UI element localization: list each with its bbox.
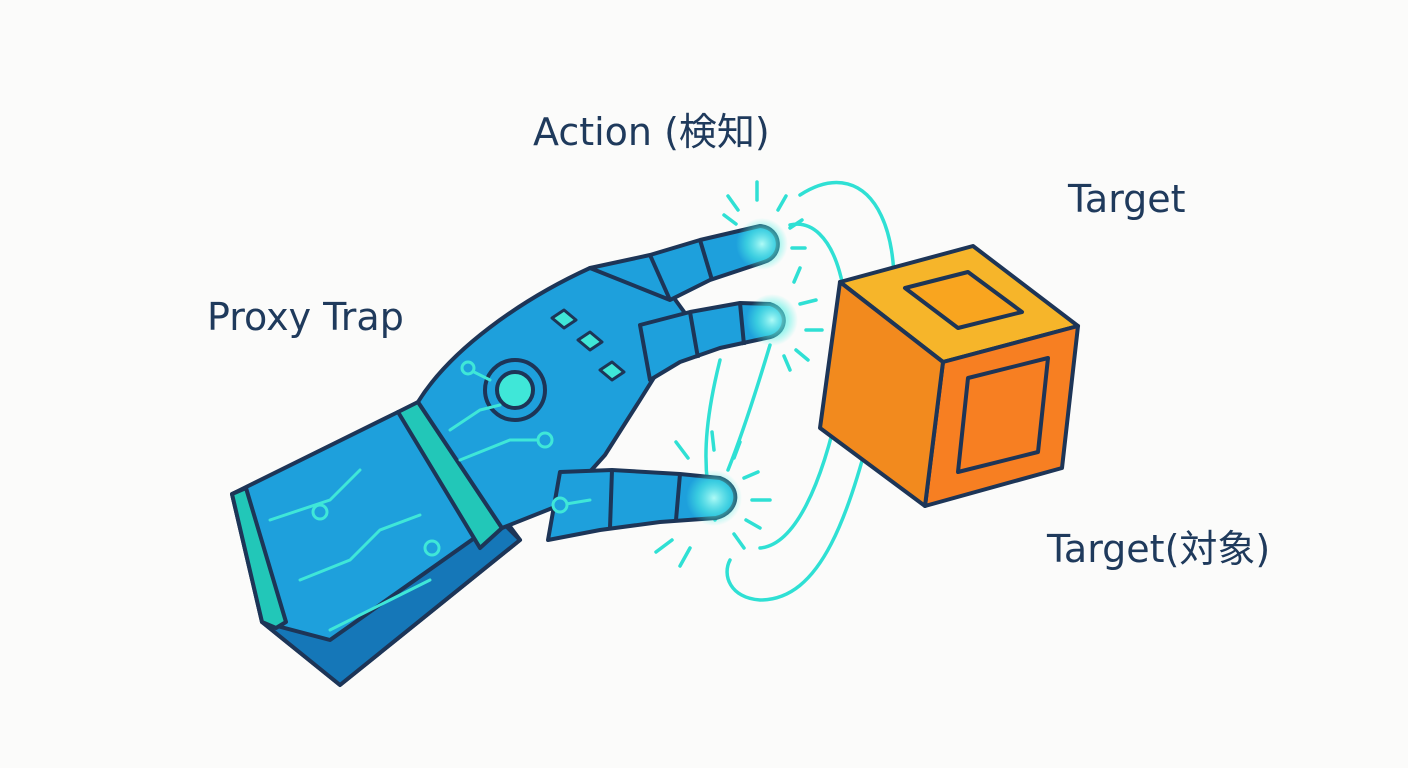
robotic-hand-icon	[230, 224, 786, 687]
knuckle-line-6	[674, 473, 682, 521]
knuckle-line-3	[688, 311, 700, 359]
target-cube-icon	[818, 244, 1080, 508]
knuckle-gem-1	[550, 308, 578, 330]
inner-arc-upper	[726, 343, 772, 472]
knuckle-line-5	[608, 469, 614, 529]
cube-front-inset	[956, 356, 1050, 474]
elbow-cuff	[230, 486, 288, 630]
circuit-traces	[268, 368, 592, 632]
knuckle-gem-2	[576, 330, 604, 352]
knuckle-gem-3	[598, 360, 626, 382]
cube-left-face	[818, 280, 945, 508]
action-label: Action (検知)	[533, 110, 770, 154]
palm	[416, 263, 692, 530]
fingertip-glows	[686, 218, 798, 526]
knuckle-line-1	[648, 254, 672, 301]
knuckle-line-4	[738, 302, 746, 346]
cube-top-inset	[903, 270, 1024, 330]
hand-hub-inner	[495, 370, 535, 410]
target-label-top: Target	[1068, 177, 1186, 221]
proxy-trap-label: Proxy Trap	[207, 295, 404, 339]
target-label-bottom: Target(対象)	[1047, 527, 1271, 571]
forearm-underside	[260, 518, 522, 687]
circuit-nodes	[311, 360, 569, 557]
outer-arc	[725, 181, 896, 602]
knuckle-line-2	[698, 239, 714, 281]
spark-rays	[654, 180, 824, 568]
